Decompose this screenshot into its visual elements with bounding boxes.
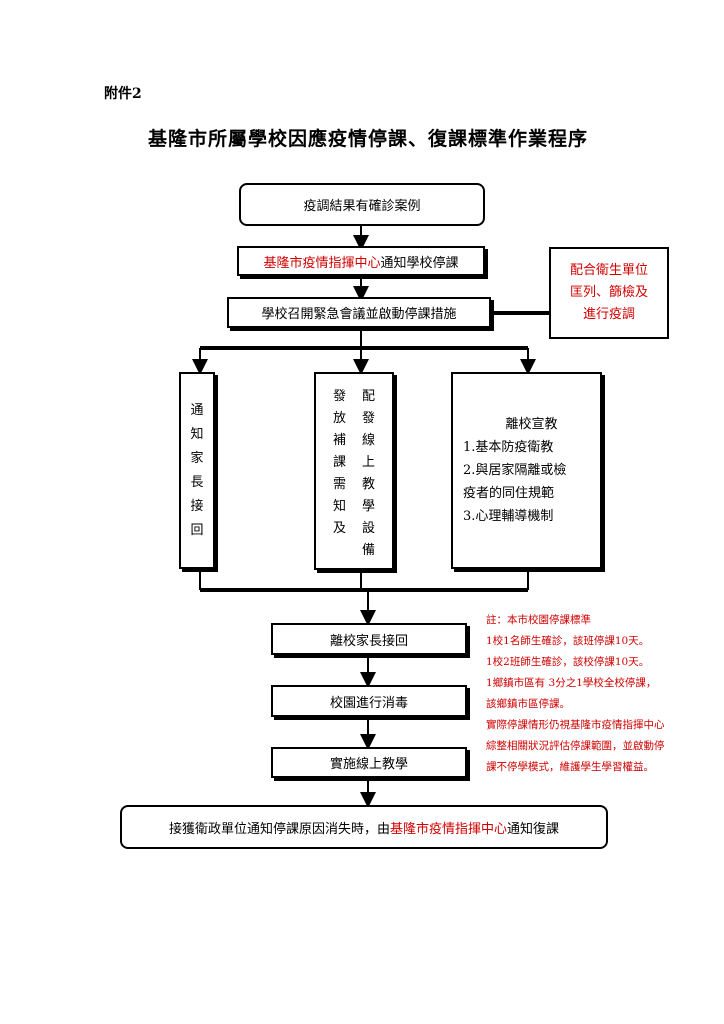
branch-parent-text: 通 知 家 長 接 回 <box>190 402 203 540</box>
char: 教 <box>362 477 376 492</box>
start-text: 疫調結果有確診案例 <box>303 199 421 214</box>
char: 線 <box>362 433 376 448</box>
branch-right-title: 離校宣教 <box>505 417 558 432</box>
final-box: 接獲衛政單位通知停課原因消失時，由 基隆市疫情指揮中心 通知復課 <box>120 805 608 849</box>
char: 及 <box>332 521 346 536</box>
char: 需 <box>332 477 346 492</box>
side-line-3: 進行疫調 <box>582 307 635 322</box>
final-black-text-2: 通知復課 <box>507 821 560 837</box>
char: 課 <box>332 455 346 470</box>
char: 發 <box>332 389 346 404</box>
meeting-text: 學校召開緊急會議並啟動停課措施 <box>261 307 457 322</box>
side-box: 配合衛生單位 匡列、篩檢及 進行疫調 <box>549 247 669 339</box>
char: 長 <box>190 474 204 490</box>
char: 回 <box>190 522 204 538</box>
branch-right-box: 離校宣教 1.基本防疫衛教 2.與居家隔離或檢 疫者的同住規範 3.心理輔導機制 <box>451 372 602 569</box>
char: 知 <box>332 499 346 514</box>
branch-right-line-4: 3.心理輔導機制 <box>463 509 554 524</box>
note-line-6: 實際停課情形仍視基隆市疫情指揮中心 <box>486 719 665 731</box>
attachment-label: 附件2 <box>104 86 142 102</box>
char: 發 <box>362 411 376 426</box>
char: 家 <box>190 450 204 466</box>
char: 備 <box>362 543 376 558</box>
branch-parent-box: 通 知 家 長 接 回 <box>179 372 215 569</box>
side-line-1: 配合衛生單位 <box>569 263 648 278</box>
note-line-5: 該鄉鎮市區停課。 <box>486 698 570 710</box>
final-black-text: 接獲衛政單位通知停課原因消失時，由 <box>168 821 390 837</box>
note-block: 註：本市校園停課標準 1校1名師生確診，該班停課10天。 1校2班師生確診，該校… <box>486 610 665 778</box>
disinfect-box: 校園進行消毒 <box>271 685 467 717</box>
char: 上 <box>362 455 376 470</box>
char: 通 <box>190 402 204 418</box>
note-line-2: 1校1名師生確診，該班停課10天。 <box>486 635 650 647</box>
notify-black-text: 通知學校停課 <box>380 255 459 271</box>
branch-middle-box: 發 放 補 課 需 知 及 配 發 線 上 教 學 設 備 <box>314 372 394 570</box>
start-box: 疫調結果有確診案例 <box>239 183 485 226</box>
char: 放 <box>332 411 346 426</box>
note-line-3: 1校2班師生確診，該校停課10天。 <box>486 656 650 668</box>
branch-right-line-3: 疫者的同住規範 <box>463 486 555 501</box>
branch-middle-col-1: 發 放 補 課 需 知 及 <box>333 386 346 540</box>
char: 設 <box>362 521 376 536</box>
note-line-1: 註：本市校園停課標準 <box>486 614 591 626</box>
disinfect-text: 校園進行消毒 <box>329 695 408 711</box>
branch-right-line-2: 2.與居家隔離或檢 <box>463 463 567 478</box>
branch-right-line-1: 1.基本防疫衛教 <box>463 440 554 455</box>
char: 接 <box>190 498 204 514</box>
note-line-4: 1鄉鎮市區有 3分之1學校全校停課， <box>486 677 657 689</box>
leave-school-text: 離校家長接回 <box>329 633 408 649</box>
char: 學 <box>362 499 376 514</box>
online-teaching-box: 實施線上教學 <box>271 747 467 778</box>
notify-red-text: 基隆市疫情指揮中心 <box>263 255 381 271</box>
notify-box: 基隆市疫情指揮中心 通知學校停課 <box>237 246 485 276</box>
side-line-2: 匡列、篩檢及 <box>569 285 648 300</box>
leave-school-box: 離校家長接回 <box>271 623 467 655</box>
char: 補 <box>332 433 346 448</box>
note-line-7: 綜整相關狀況評估停課範圍，並啟動停 <box>486 740 665 752</box>
online-teaching-text: 實施線上教學 <box>329 757 408 772</box>
page-title: 基隆市所屬學校因應疫情停課、復課標準作業程序 <box>148 128 589 150</box>
final-red-text: 基隆市疫情指揮中心 <box>389 821 507 837</box>
char: 配 <box>362 389 376 404</box>
meeting-box: 學校召開緊急會議並啟動停課措施 <box>227 297 491 328</box>
branch-middle-col-2: 配 發 線 上 教 學 設 備 <box>362 386 375 562</box>
note-line-8: 課不停學模式，維護學生學習權益。 <box>486 761 654 773</box>
char: 知 <box>190 426 204 442</box>
